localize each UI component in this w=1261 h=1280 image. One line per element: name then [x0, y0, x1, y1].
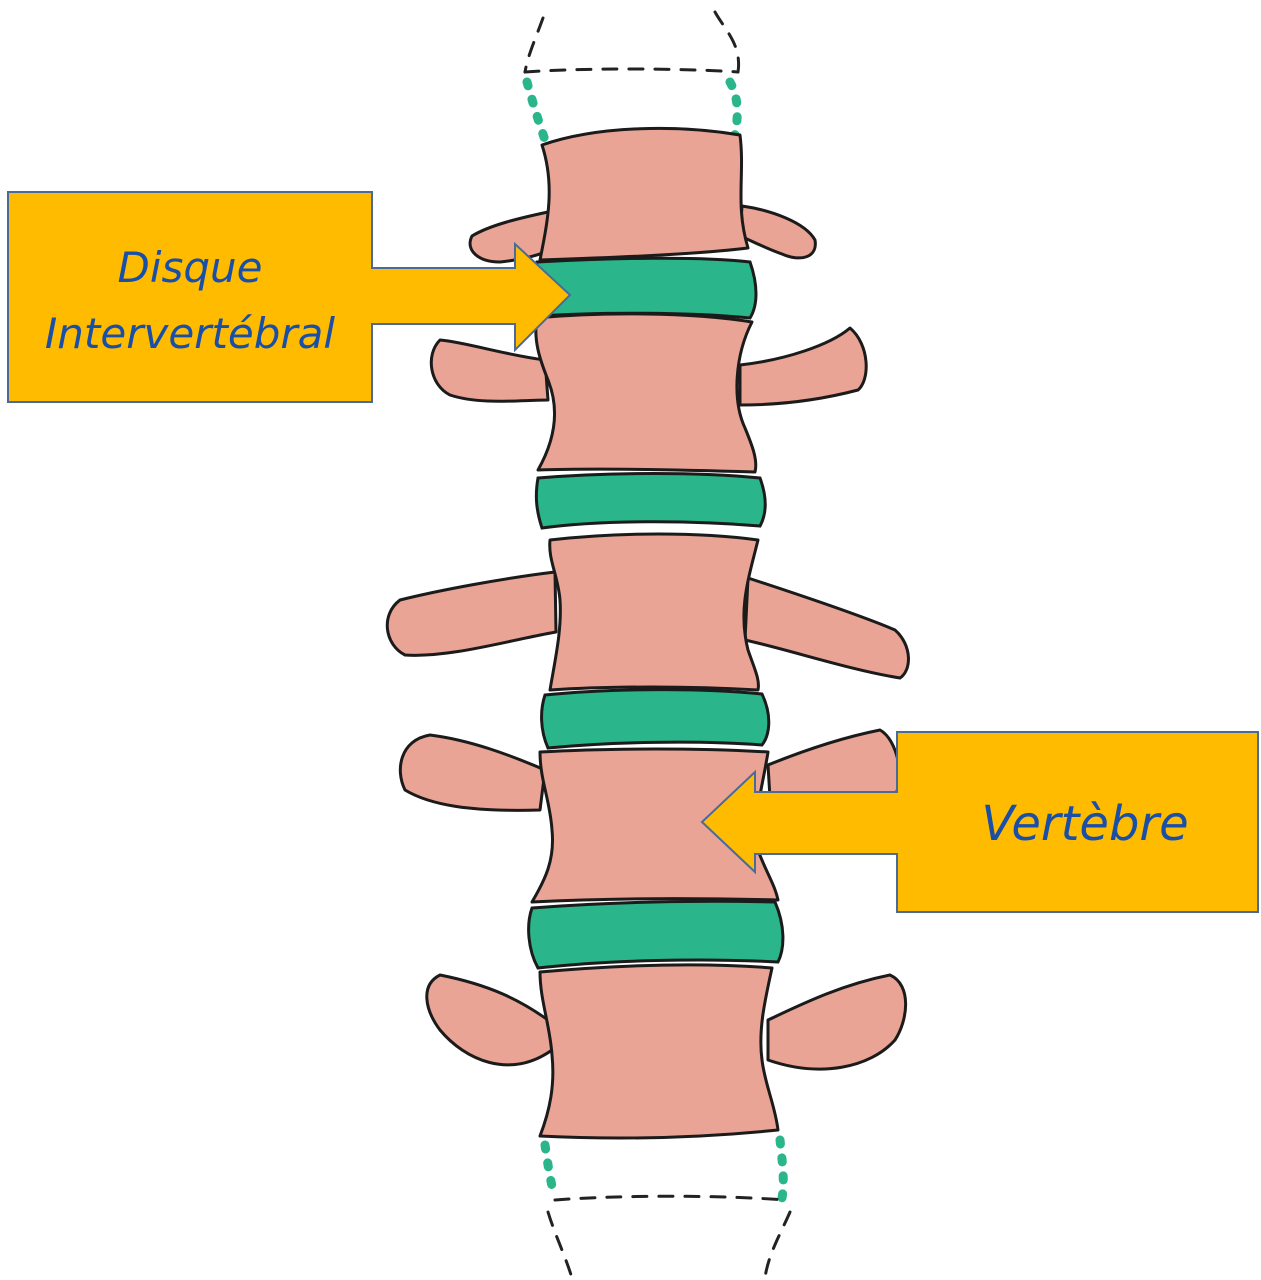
vertebra-2-body [536, 314, 756, 472]
lower-dotted-disc [545, 1140, 783, 1198]
vertebra-3-body [550, 534, 759, 690]
vertebra-2-left-process [431, 340, 548, 401]
disc-2 [536, 474, 765, 529]
vertebra-5-body [540, 965, 778, 1138]
vertebra-1-left-process [470, 212, 550, 262]
lower-dashed-vertebra-outline [548, 1196, 790, 1278]
disc-callout-label-line2: Intervertébral [45, 309, 336, 358]
vertebra-3 [387, 534, 908, 690]
vertebra-callout-label: Vertèbre [981, 796, 1188, 852]
vertebra-1-right-process [740, 206, 815, 258]
vertebra-3-left-process [387, 572, 556, 655]
vertebra-2 [431, 314, 866, 472]
vertebra-1-body [540, 128, 748, 260]
disc-1 [533, 258, 756, 318]
vertebra-5 [427, 965, 906, 1138]
vertebra-3-right-process [745, 578, 908, 678]
vertebra-5-left-process [427, 975, 552, 1065]
vertebra-2-right-process [740, 328, 866, 405]
vertebra-4-right-process [768, 730, 900, 799]
disc-callout-label-line1: Disque [117, 243, 262, 292]
disc-3 [542, 690, 769, 748]
vertebra-1 [470, 128, 815, 262]
disc-4 [529, 901, 783, 968]
vertebra-5-right-process [768, 975, 906, 1069]
upper-dashed-vertebra-outline [525, 12, 739, 72]
vertebra-4-left-process [400, 735, 545, 810]
